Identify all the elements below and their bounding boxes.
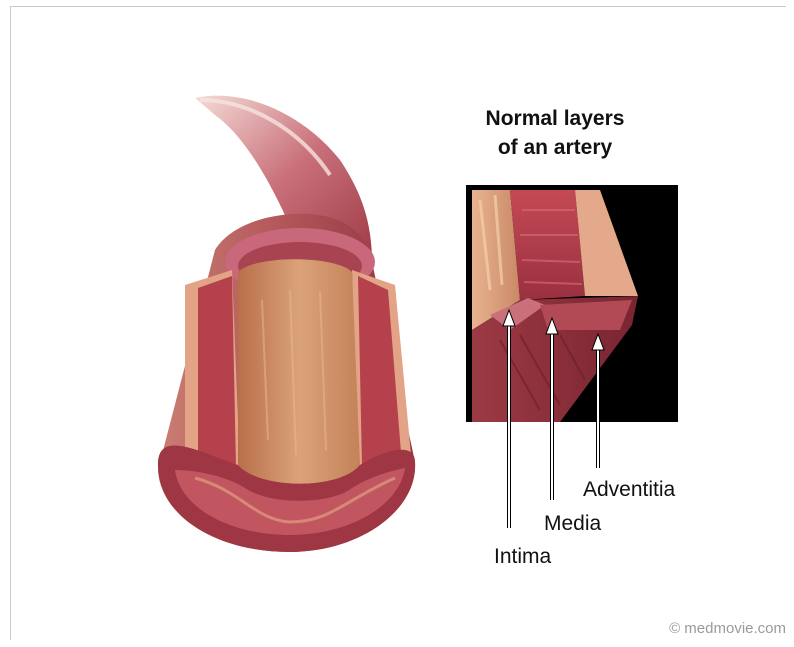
label-media: Media [544, 512, 601, 536]
artery-vessel [158, 96, 415, 552]
title-line-2: of an artery [440, 133, 670, 162]
diagram-title: Normal layers of an artery [440, 104, 670, 162]
artery-lumen [238, 259, 360, 484]
label-adventitia: Adventitia [583, 478, 675, 502]
inset-layers-panel [466, 185, 678, 528]
label-intima: Intima [494, 545, 551, 569]
title-line-1: Normal layers [440, 104, 670, 133]
copyright-notice: © medmovie.com [669, 620, 786, 637]
